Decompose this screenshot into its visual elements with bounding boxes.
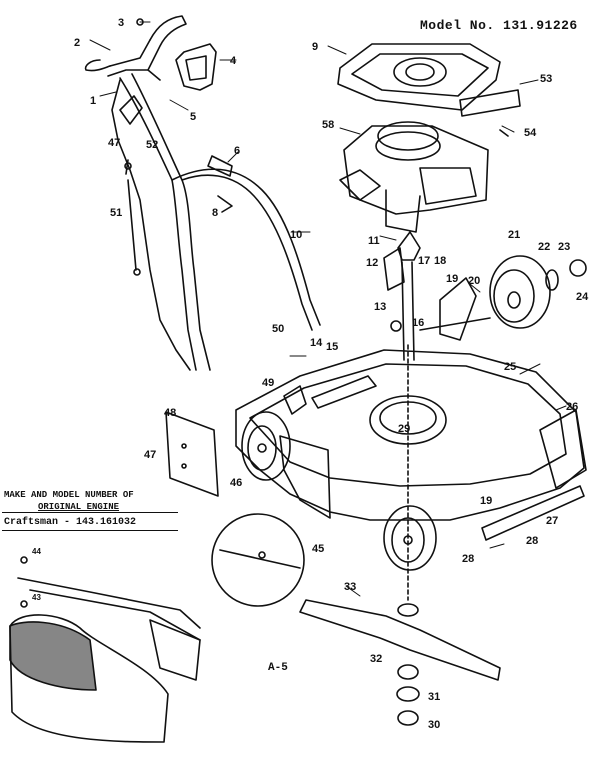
callout-21: 21 xyxy=(508,229,520,241)
page-label: A-5 xyxy=(268,662,288,674)
callout-54: 54 xyxy=(524,127,537,139)
callout-17: 17 xyxy=(418,255,430,267)
callout-12: 12 xyxy=(366,257,378,269)
callout-15: 15 xyxy=(326,341,338,353)
callout-58: 58 xyxy=(322,119,334,131)
callout-6: 6 xyxy=(234,145,240,157)
callout-4: 4 xyxy=(230,55,237,67)
callout-numbers: 3 2 1 4 5 6 47 52 9 53 58 54 51 8 10 11 … xyxy=(32,17,589,731)
callout-32: 32 xyxy=(370,653,382,665)
callout-50: 50 xyxy=(272,323,284,335)
grass-bag-assembly xyxy=(9,556,201,743)
callout-20: 20 xyxy=(468,275,480,287)
axle-detail-circle xyxy=(211,513,305,607)
wheel-adjuster-assembly xyxy=(383,231,587,361)
callout-49: 49 xyxy=(262,377,274,389)
callout-2: 2 xyxy=(74,37,80,49)
callout-11: 11 xyxy=(368,235,380,247)
callout-13: 13 xyxy=(374,301,386,313)
callout-33: 33 xyxy=(344,581,356,593)
callout-51: 51 xyxy=(110,207,122,219)
callout-44: 44 xyxy=(32,547,41,556)
callout-52: 52 xyxy=(146,139,158,151)
callout-5: 5 xyxy=(190,111,196,123)
model-number-label: Model No. 131.91226 xyxy=(420,18,578,33)
callout-8: 8 xyxy=(212,207,218,219)
leader-lines xyxy=(89,21,567,597)
rear-baffle xyxy=(165,411,219,497)
callout-27: 27 xyxy=(546,515,558,527)
callout-46: 46 xyxy=(230,477,242,489)
handle-assembly xyxy=(84,15,321,371)
callout-48: 48 xyxy=(164,407,176,419)
mower-deck xyxy=(235,349,587,571)
callout-29: 29 xyxy=(398,423,410,435)
callout-3: 3 xyxy=(118,17,124,29)
callout-26: 26 xyxy=(566,401,578,413)
callout-31: 31 xyxy=(428,691,440,703)
callout-23: 23 xyxy=(558,241,570,253)
engine-note-rule-bottom xyxy=(2,530,178,531)
callout-1: 1 xyxy=(90,95,96,107)
callout-24: 24 xyxy=(576,291,589,303)
engine-note-rule-top xyxy=(2,512,178,513)
callout-10: 10 xyxy=(290,229,302,241)
callout-18: 18 xyxy=(434,255,446,267)
callout-19b: 19 xyxy=(480,495,492,507)
callout-9: 9 xyxy=(312,41,318,53)
engine-model-number: Craftsman - 143.161032 xyxy=(4,517,137,528)
callout-25: 25 xyxy=(504,361,516,373)
callout-47b: 47 xyxy=(144,449,156,461)
callout-28b: 28 xyxy=(526,535,538,547)
engine-note-heading: MAKE AND MODEL NUMBER OF xyxy=(4,490,134,500)
callout-22: 22 xyxy=(538,241,550,253)
callout-43: 43 xyxy=(32,593,41,602)
callout-16: 16 xyxy=(412,317,424,329)
callout-30: 30 xyxy=(428,719,440,731)
callout-28: 28 xyxy=(462,553,474,565)
callout-14: 14 xyxy=(310,337,323,349)
callout-47: 47 xyxy=(108,137,120,149)
blade-assembly xyxy=(299,344,501,726)
engine-assembly xyxy=(337,43,521,233)
engine-note-subheading: ORIGINAL ENGINE xyxy=(38,502,120,512)
callout-53: 53 xyxy=(540,73,552,85)
callout-19: 19 xyxy=(446,273,458,285)
callout-45: 45 xyxy=(312,543,324,555)
